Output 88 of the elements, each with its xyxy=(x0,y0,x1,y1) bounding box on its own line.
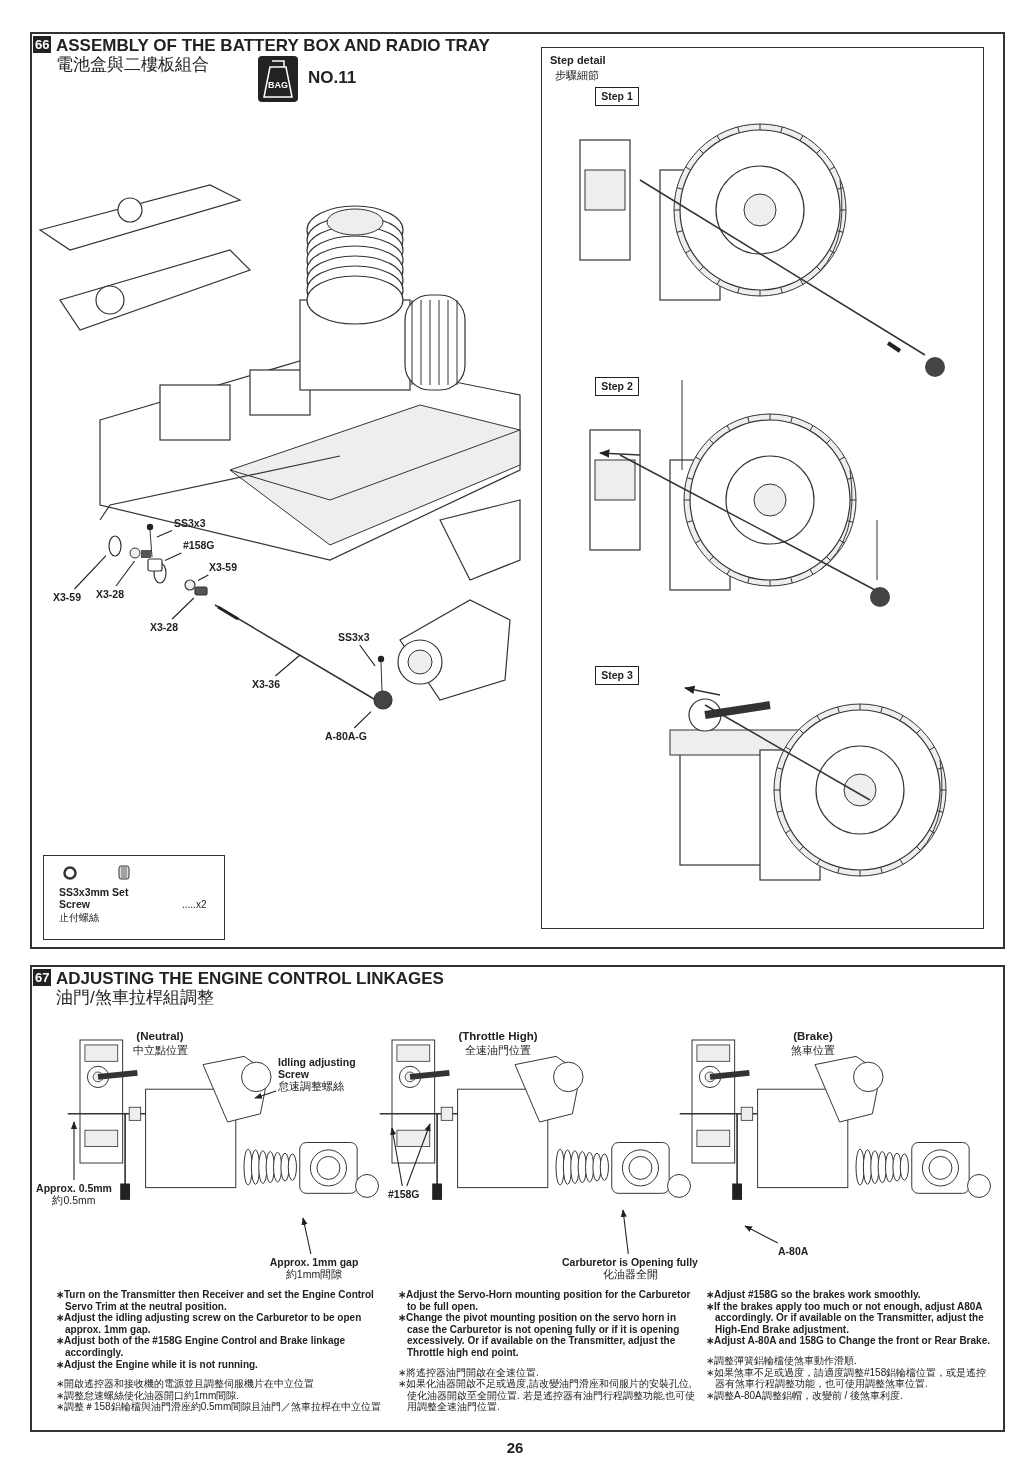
part-name: SS3x3mm Set Screw xyxy=(59,886,129,910)
leader-line xyxy=(115,560,136,587)
part-label: SS3x3 xyxy=(174,517,206,529)
step-detail-box xyxy=(541,47,984,929)
section-panel xyxy=(30,32,1005,949)
set-screw-drawing xyxy=(145,522,155,558)
view-subtitle: 中立點位置 xyxy=(131,1044,189,1057)
ball-end xyxy=(184,579,196,591)
box-subtitle: 步驟細節 xyxy=(555,68,599,83)
instruction-text: ∗Adjust the Servo-Horn mounting position for the Carburetor to be full open. xyxy=(398,1289,692,1313)
page-number: 26 xyxy=(505,1441,525,1454)
instruction-text: ∗開啟遙控器和接收機的電源並且調整伺服機片在中立位置 xyxy=(56,1378,315,1390)
leader-line xyxy=(73,555,107,590)
leader-line xyxy=(156,530,173,538)
instruction-text: ∗Adjust the idling adjusting screw on the Carburetor to be open approx. 1mm gap. xyxy=(56,1312,363,1336)
part-label: #158G xyxy=(183,539,215,551)
view-subtitle: 全速油門位置 xyxy=(464,1044,532,1057)
leader-line xyxy=(164,552,182,561)
step-number: 67 xyxy=(33,969,52,986)
view-title: (Throttle High) xyxy=(457,1030,539,1043)
part-label: X3-59 xyxy=(53,591,82,603)
part-label: X3-28 xyxy=(150,621,179,633)
part-name-chinese: 止付螺絲 xyxy=(59,911,99,925)
knob xyxy=(373,690,393,710)
leader-line xyxy=(171,597,195,620)
instruction-text: ∗Adjust A-80A and 158G to Change the front or Rear Brake. xyxy=(706,1335,991,1347)
instruction-text: ∗Turn on the Transmitter then Receiver and set the Engine Control Servo Trim at the neutral position. xyxy=(56,1289,375,1313)
instruction-text: ∗Change the pivot mounting position on the servo horn in case the Carburetor is not opening fully or if it is opening excessively. Or if available on the Transmitter, adjust the Throttle high end point. xyxy=(398,1312,681,1359)
leader-line xyxy=(274,654,301,677)
leader-arrow xyxy=(390,1127,403,1187)
leader-arrow xyxy=(301,1217,312,1255)
callout-text: 約1mm間隙 xyxy=(285,1268,343,1280)
callout-text: 怠速調整螺絲 xyxy=(278,1080,345,1092)
section-subtitle: 電池盒與二樓板組合 xyxy=(56,55,209,74)
callout-text: Approx. 0.5mm xyxy=(35,1182,113,1194)
step-label-box: Step 3 xyxy=(595,666,639,685)
collar xyxy=(147,558,163,572)
bag-icon xyxy=(258,56,298,102)
washer xyxy=(108,535,122,557)
instruction-text: ∗Adjust both of the #158G Engine Control and Brake linkage accordingly. xyxy=(56,1335,347,1359)
callout-text: Carburetor is Opening fully xyxy=(561,1256,699,1268)
instruction-text: ∗調整A-80A調整鋁帽，改變前 / 後煞車利度. xyxy=(706,1389,904,1402)
part-label: X3-59 xyxy=(209,561,238,573)
step-number: 66 xyxy=(33,36,52,53)
ball-end-drawing xyxy=(129,547,152,559)
leader-arrow xyxy=(70,1121,78,1181)
step-label-box: Step 1 xyxy=(595,87,639,106)
part-label: A-80A xyxy=(778,1245,809,1257)
part-label: X3-28 xyxy=(96,588,125,600)
callout-text: 約0.5mm xyxy=(52,1194,97,1206)
instruction-text: ∗將遙控器油門開啟在全速位置. xyxy=(398,1366,540,1378)
leader-arrow xyxy=(744,1225,779,1244)
bag-label: BAG xyxy=(267,80,289,90)
leader-arrow xyxy=(254,1090,277,1099)
leader-line xyxy=(359,644,376,667)
callout-text: 化油器全開 xyxy=(601,1268,658,1280)
instruction-text: ∗如果煞車不足或過度，請適度調整#158鋁輪檔位置，或是遙控器有煞車行程調整功能，也可使用調整煞車位置. xyxy=(706,1366,988,1390)
bag-number: NO.11 xyxy=(308,68,357,88)
instruction-text: ∗Adjust #158G so the brakes work smoothly. xyxy=(706,1289,922,1301)
instruction-text: ∗If the brakes apply too much or not enough, adjust A80A accordingly. Or if available on the Transmitter, adjust the High-End Brake adjustment. xyxy=(706,1300,985,1336)
callout-text: Approx. 1mm gap xyxy=(268,1256,360,1268)
section-subtitle: 油門/煞車拉桿組調整 xyxy=(56,988,214,1007)
quantity: .....x2 xyxy=(182,899,207,910)
set-screw-drawing xyxy=(377,655,385,693)
leader-arrow xyxy=(406,1123,431,1187)
part-label: A-80A-G xyxy=(325,730,367,742)
part-label: #158G xyxy=(388,1188,420,1200)
instruction-text: ∗如果化油器開啟不足或過度,請改變油門滑座和伺服片的安裝孔位,使化油器開啟至全開位置. 若是遙控器有油門行程調整功能,也可使用調整全速油門位置. xyxy=(398,1378,697,1413)
threaded-insert xyxy=(194,586,208,596)
instruction-text: ∗調整怠速螺絲使化油器開口約1mm間隙. xyxy=(56,1389,240,1402)
section-panel xyxy=(30,965,1005,1432)
leader-line xyxy=(197,574,209,582)
view-title: (Brake) xyxy=(792,1030,834,1043)
callout-text: Idling adjusting Screw xyxy=(278,1056,357,1080)
section-title: ASSEMBLY OF THE BATTERY BOX AND RADIO TRAY xyxy=(56,36,490,55)
instruction-text: ∗調整＃158鋁輪檔與油門滑座約0.5mm間隙且油門／煞車拉桿在中立位置 xyxy=(56,1401,383,1413)
part-label: SS3x3 xyxy=(338,631,370,643)
view-title: (Neutral) xyxy=(135,1030,185,1043)
instruction-text: ∗Adjust the Engine while it is not running. xyxy=(56,1358,259,1371)
parts-box xyxy=(43,855,225,940)
leader-arrow xyxy=(620,1209,629,1255)
instruction-text: ∗調整彈簧鋁輪檔使煞車動作滑順. xyxy=(706,1354,858,1367)
step-label-box: Step 2 xyxy=(595,377,639,396)
leader-line xyxy=(353,711,372,729)
box-title: Step detail xyxy=(550,54,606,66)
section-title: ADJUSTING THE ENGINE CONTROL LINKAGES xyxy=(56,969,444,988)
part-label: X3-36 xyxy=(252,678,281,690)
view-subtitle: 煞車位置 xyxy=(790,1044,836,1057)
